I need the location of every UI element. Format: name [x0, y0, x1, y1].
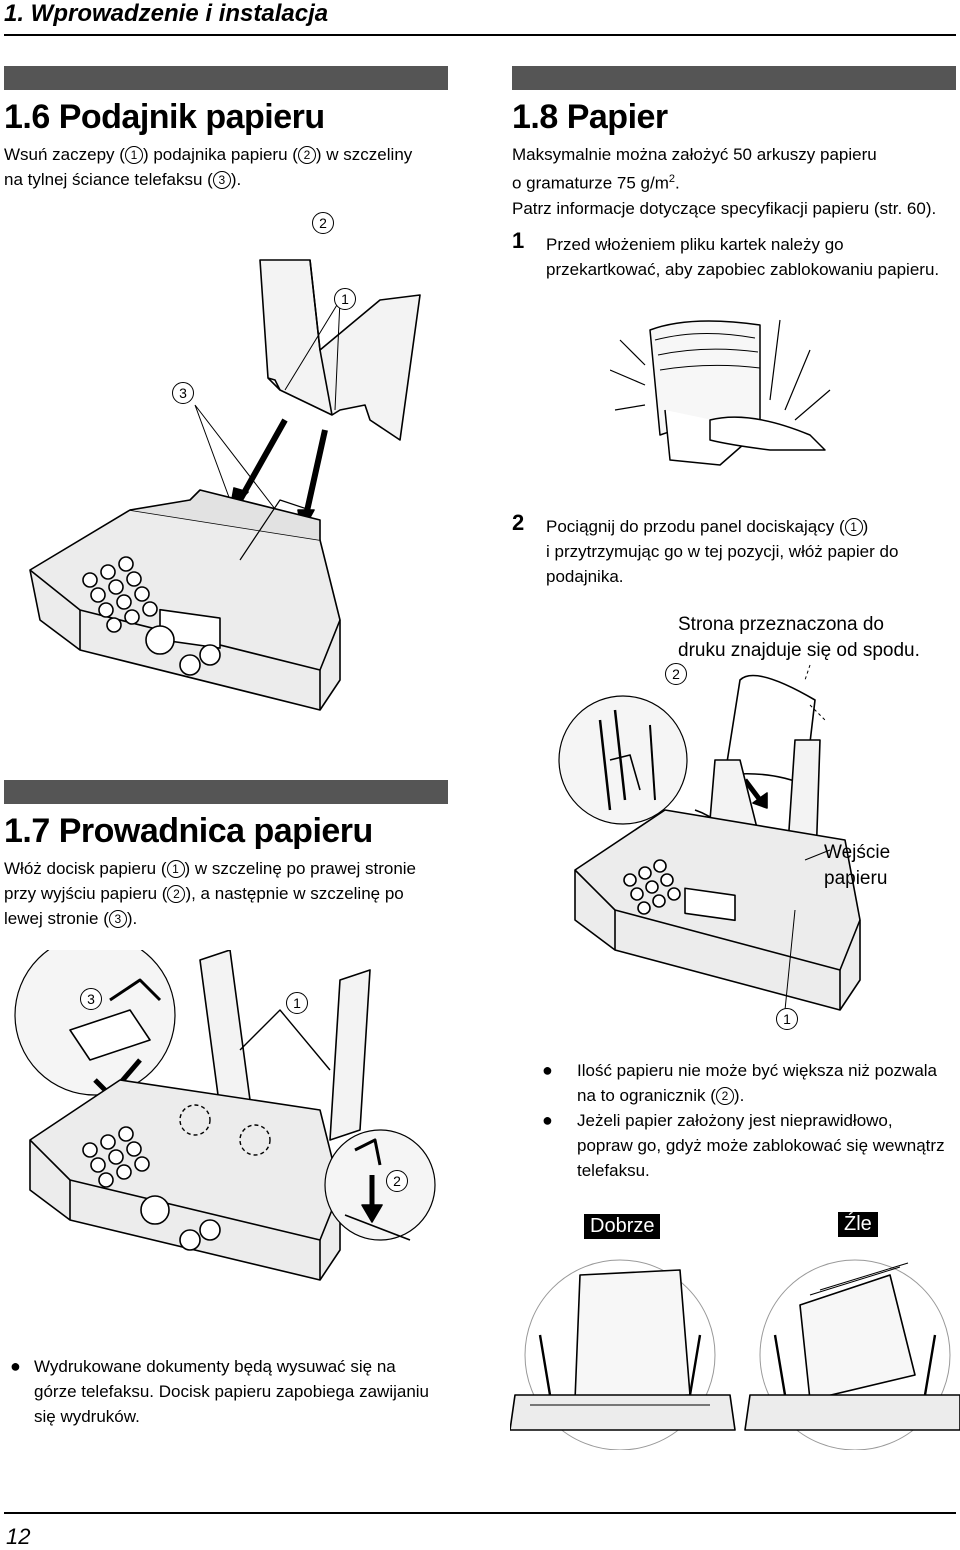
callout-1: 1	[334, 288, 356, 310]
bullets-paper-limit: ● Ilość papieru nie może być większa niż…	[542, 1060, 945, 1180]
fax-tray-illustration	[29, 259, 421, 711]
header-rule	[4, 34, 956, 36]
callout-2c: 2	[665, 663, 687, 685]
callout-2b: 2	[386, 1170, 408, 1192]
paper-loading-illustration	[558, 664, 861, 1011]
paper-entry-label: Wejście papieru	[824, 842, 891, 889]
step-2-text: Pociągnij do przodu panel dociskający (1…	[546, 517, 899, 586]
ref-2: 2	[297, 146, 316, 164]
ref-3: 3	[212, 171, 231, 189]
callout-2: 2	[312, 212, 334, 234]
section-text-1-7: Włóż docisk papieru (1) w szczelinę po p…	[4, 859, 416, 928]
callout-1b: 1	[286, 992, 308, 1014]
tag-bad: Źle	[838, 1212, 878, 1237]
print-side-note: Strona przeznaczona do druku znajduje si…	[678, 614, 920, 661]
section-bar-1-6	[4, 66, 448, 90]
callout-1c: 1	[776, 1008, 798, 1030]
section-text-1-6: Wsuń zaczepy (1) podajnika papieru (2) w…	[4, 145, 413, 189]
ref-1: 1	[124, 146, 143, 164]
callout-3b: 3	[80, 988, 102, 1010]
step-1-number: 1	[512, 228, 525, 253]
paper-guide-illustration	[14, 950, 436, 1281]
bullet-printed-docs: ● Wydrukowane dokumenty będą wysuwać się…	[10, 1356, 430, 1426]
good-bad-illustration	[510, 1259, 960, 1450]
callout-3: 3	[172, 382, 194, 404]
section-bar-1-8	[512, 66, 956, 90]
section-title-1-7: 1.7 Prowadnica papieru	[4, 812, 373, 850]
section-title-1-6: 1.6 Podajnik papieru	[4, 98, 325, 136]
tag-good: Dobrze	[584, 1214, 661, 1239]
fan-paper-illustration	[610, 319, 831, 466]
step-2-number: 2	[512, 510, 525, 535]
chapter-header: 1. Wprowadzenie i instalacja	[4, 0, 329, 27]
step-1-text: Przed włożeniem pliku kartek należy go p…	[546, 235, 940, 279]
section-title-1-8: 1.8 Papier	[512, 98, 668, 136]
section-text-1-8: Maksymalnie można założyć 50 arkuszy pap…	[512, 145, 937, 218]
section-bar-1-7	[4, 780, 448, 804]
page-number: 12	[6, 1524, 31, 1549]
footer-rule	[4, 1512, 956, 1514]
